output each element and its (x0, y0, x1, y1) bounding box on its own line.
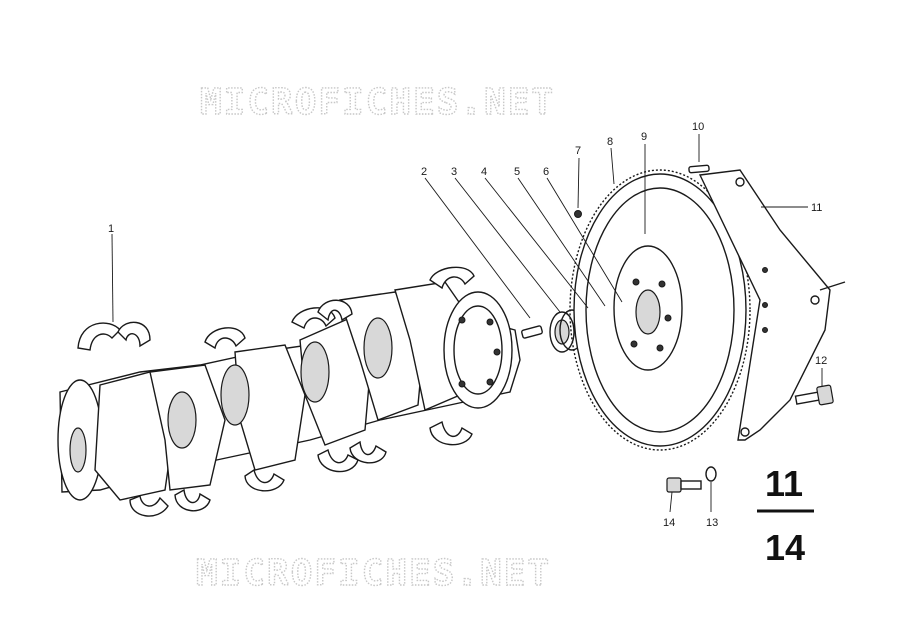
callout-6: 6 (543, 166, 549, 178)
callout-14: 14 (663, 517, 675, 529)
callout-13: 13 (706, 517, 718, 529)
callout-1: 1 (108, 223, 114, 235)
part-7-ball (574, 210, 582, 218)
part-14-bolt (666, 477, 702, 493)
flywheel (569, 169, 751, 451)
crankshaft (57, 281, 521, 501)
section-number: 11 14 (757, 463, 814, 568)
section-main: 11 (765, 463, 803, 504)
callout-3: 3 (451, 166, 457, 178)
callout-7: 7 (575, 145, 581, 157)
callout-2: 2 (421, 166, 427, 178)
callout-labels: 1 2 3 4 5 6 7 8 9 10 11 12 13 14 (108, 121, 827, 529)
watermark-bottom: MICROFICHES.NET (196, 553, 551, 594)
section-sub: 14 (765, 527, 805, 568)
callout-10: 10 (692, 121, 704, 133)
part-12-bolt (794, 384, 834, 406)
leader-lines (111, 134, 823, 513)
callout-12: 12 (815, 355, 827, 367)
callout-11: 11 (811, 202, 822, 214)
part-13-washer (705, 466, 717, 482)
callout-5: 5 (514, 166, 520, 178)
callout-8: 8 (607, 136, 613, 148)
drive-plate (698, 169, 846, 441)
part-10-dowel (688, 164, 710, 174)
main-bearing-shells (77, 266, 475, 517)
watermark-top: MICROFICHES.NET (200, 82, 555, 123)
callout-9: 9 (641, 131, 647, 143)
callout-4: 4 (481, 166, 487, 178)
